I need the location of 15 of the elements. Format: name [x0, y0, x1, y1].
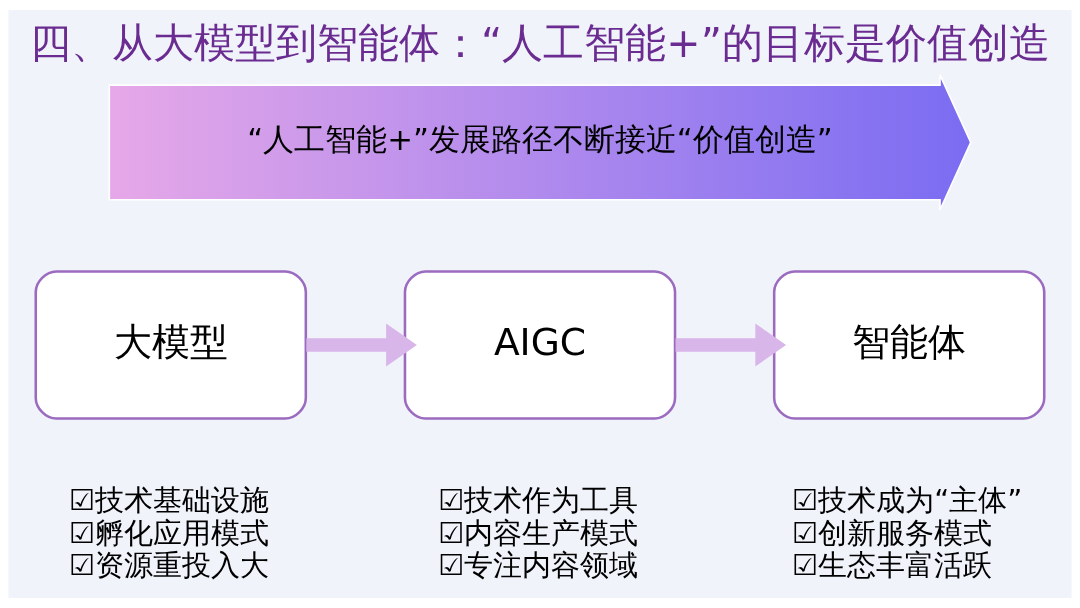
node-label: ☑专注内容领域 — [438, 548, 639, 583]
node-label: ☑孵化应用模式 — [69, 515, 270, 550]
node-box: 大模型 — [34, 270, 308, 420]
node-box: 智能体 — [772, 270, 1046, 420]
diagram-title: 四、从大模型到智能体：“人工智能+”的目标是价值创造 — [30, 18, 1050, 67]
node-label: ☑内容生产模式 — [438, 515, 639, 550]
node-label: ☑技术作为工具 — [438, 483, 639, 518]
node-box: AIGC — [403, 270, 677, 420]
arrow — [675, 323, 787, 367]
node-label: ☑生态丰富活跃 — [792, 548, 993, 583]
node-label: ☑资源重投入大 — [69, 548, 270, 583]
arrow — [306, 323, 417, 367]
node-label: ☑技术成为“主体” — [792, 483, 1023, 518]
node-label: ☑技术基础设施 — [69, 483, 270, 518]
node-label: ☑创新服务模式 — [792, 515, 993, 550]
